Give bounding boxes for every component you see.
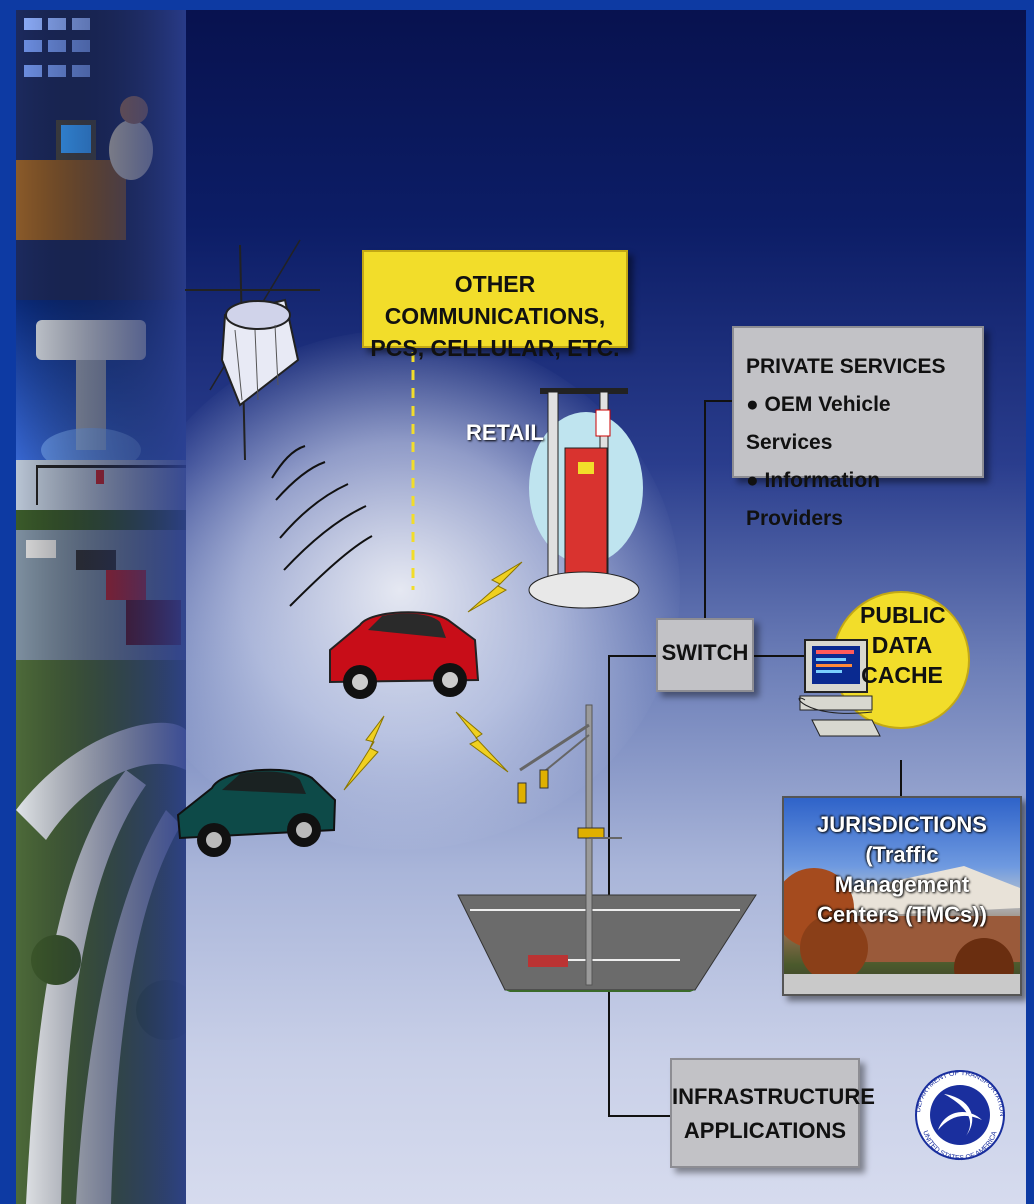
private-services-title: PRIVATE SERVICES	[746, 355, 946, 378]
green-car-icon	[176, 768, 337, 857]
lightning-bolt-icon	[343, 561, 523, 791]
other-comms-line1: OTHER COMMUNICATIONS,	[384, 271, 606, 329]
connector-infra-stub	[608, 1115, 670, 1117]
private-services-box: PRIVATE SERVICES ● OEM Vehicle Services …	[732, 326, 984, 530]
connector-switch-to-left	[610, 655, 656, 657]
other-comms-line2: PCS, CELLULAR, ETC.	[370, 335, 620, 361]
jurisdictions-line3: Management	[834, 872, 970, 897]
jurisdictions-line1: JURISDICTIONS	[817, 812, 987, 837]
connector-cache-to-jurisdictions	[900, 760, 902, 798]
computer-icon	[798, 639, 881, 737]
public-data-cache-label: PUBLIC DATA CACHE	[860, 600, 946, 690]
private-services-item: ● OEM Vehicle Services	[746, 393, 891, 454]
jurisdictions-line2: (Traffic	[865, 842, 939, 867]
infrastructure-line2: APPLICATIONS	[683, 1118, 847, 1143]
switch-box: SWITCH	[656, 618, 754, 692]
connector-switch-to-private	[704, 400, 706, 618]
red-car-icon	[329, 611, 480, 699]
retail-label: RETAIL	[466, 420, 544, 445]
cache-line1: PUBLIC	[860, 602, 946, 628]
connector-switch-to-cache	[750, 655, 810, 657]
traffic-signal-icon	[457, 704, 757, 992]
infrastructure-line1: INFRASTRUCTURE	[672, 1084, 875, 1109]
switch-label: SWITCH	[661, 640, 749, 665]
jurisdictions-photo	[784, 866, 1020, 994]
infrastructure-applications-box: INFRASTRUCTURE APPLICATIONS	[670, 1058, 875, 1168]
cache-line2: DATA	[871, 632, 933, 658]
jurisdictions-line4: Centers (TMCs))	[817, 902, 987, 927]
satellite-icon	[185, 239, 373, 607]
other-communications-box: OTHER COMMUNICATIONS, PCS, CELLULAR, ETC…	[362, 250, 628, 361]
connector-vertical-infra	[608, 655, 610, 1117]
private-services-item: ● Information Providers	[746, 469, 881, 530]
jurisdictions-box: JURISDICTIONS (Traffic Management Center…	[782, 796, 1022, 996]
jurisdictions-label: JURISDICTIONS (Traffic Management Center…	[784, 810, 1020, 930]
cache-line3: CACHE	[861, 662, 943, 688]
gas-pump-icon	[528, 388, 643, 609]
dot-seal-icon: DEPARTMENT OF TRANSPORTATION UNITED STAT…	[915, 1070, 1005, 1162]
photo-collage	[16, 10, 186, 1204]
connector-private-stub	[704, 400, 734, 402]
